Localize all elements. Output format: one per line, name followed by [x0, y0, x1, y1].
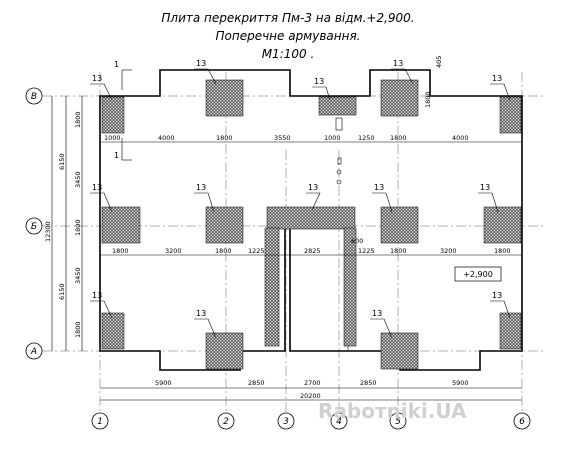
axis-col-4: 4	[336, 417, 342, 427]
mark-m2: 13	[196, 183, 206, 192]
drawing-subtitle: Поперечне армування.	[215, 29, 360, 43]
level-mark: +2,900	[454, 266, 502, 282]
svg-text:1225: 1225	[248, 247, 265, 255]
left-dims: 1800 3450 1800 3450 1800 6150 6150 12300	[44, 96, 83, 351]
mark-b5: 13	[492, 74, 502, 83]
svg-text:12300: 12300	[44, 221, 52, 242]
svg-text:1250: 1250	[358, 134, 375, 142]
mark-m3: 13	[308, 183, 318, 192]
zone-b3	[318, 96, 357, 116]
reinforcement-zones	[101, 79, 522, 370]
svg-text:1225: 1225	[358, 247, 375, 255]
svg-text:1800: 1800	[215, 247, 232, 255]
zone-a5	[499, 312, 522, 350]
mark-a1: 13	[92, 291, 102, 300]
axis-col-5: 5	[395, 417, 401, 427]
svg-text:3450: 3450	[74, 267, 82, 284]
svg-text:+2,900: +2,900	[463, 270, 493, 279]
svg-text:2700: 2700	[304, 379, 321, 387]
watermark: Raboтniki.UA	[318, 399, 467, 423]
svg-text:1800: 1800	[216, 134, 233, 142]
svg-text:20200: 20200	[300, 392, 321, 400]
axis-row-v: В	[31, 92, 37, 102]
zone-a2	[205, 332, 244, 370]
bar-markers	[335, 117, 343, 185]
zone-b2	[205, 79, 244, 117]
drawing-title: Плита перекриття Пм-3 на відм.+2,900.	[161, 11, 414, 25]
dim-chain-mid: 1800 3200 1800 1225 2825 1225 1800 3200 …	[100, 237, 522, 256]
zone-b1	[101, 96, 125, 134]
svg-text:1000: 1000	[324, 134, 341, 142]
svg-text:6150: 6150	[58, 153, 66, 170]
bottom-dims: 5900 2850 2700 2850 5900 20200	[100, 379, 522, 401]
mark-a4: 13	[372, 309, 382, 318]
mark-b1: 13	[92, 74, 102, 83]
mark-leaders	[90, 68, 511, 339]
mark-b4: 13	[393, 59, 403, 68]
svg-text:1000: 1000	[104, 134, 121, 142]
notch-dim: 405	[435, 56, 443, 68]
svg-text:4000: 4000	[158, 134, 175, 142]
axis-row-b: Б	[31, 222, 37, 232]
svg-text:1800: 1800	[390, 247, 407, 255]
right-top-dim: 1800	[424, 91, 432, 108]
zone-m4	[380, 206, 419, 244]
svg-text:1: 1	[114, 60, 119, 69]
svg-text:2850: 2850	[360, 379, 377, 387]
mark-a5: 13	[492, 291, 502, 300]
zone-a1	[101, 312, 125, 350]
mark-m4: 13	[374, 183, 384, 192]
zone-b5	[499, 96, 522, 134]
zone-opening-right	[343, 227, 357, 347]
svg-text:1800: 1800	[494, 247, 511, 255]
zone-b4	[380, 79, 419, 117]
axis-col-6: 6	[519, 417, 525, 427]
dim-chain-b: 1000 4000 1800 3550 1000 1250 1800 4000	[100, 134, 522, 143]
axis-row-a: А	[30, 347, 37, 357]
drawing-scale: М1:100 .	[262, 47, 315, 61]
svg-text:5900: 5900	[452, 379, 469, 387]
zone-m3	[266, 206, 356, 230]
svg-text:2825: 2825	[304, 247, 321, 255]
zone-m2	[205, 206, 244, 244]
svg-text:1: 1	[114, 151, 119, 160]
svg-text:6150: 6150	[58, 283, 66, 300]
svg-text:600: 600	[351, 237, 363, 245]
col-axis-markers: 1 2 3 4 5 6	[91, 412, 531, 430]
svg-text:3200: 3200	[165, 247, 182, 255]
axis-col-2: 2	[223, 417, 229, 427]
svg-text:3550: 3550	[274, 134, 291, 142]
mark-b2: 13	[196, 59, 206, 68]
svg-text:3450: 3450	[74, 171, 82, 188]
zone-m1	[101, 206, 141, 244]
svg-text:3200: 3200	[440, 247, 457, 255]
svg-text:5900: 5900	[155, 379, 172, 387]
mark-b3: 13	[314, 77, 324, 86]
svg-text:1800: 1800	[390, 134, 407, 142]
axis-col-3: 3	[283, 417, 289, 427]
svg-text:1800: 1800	[74, 111, 82, 128]
svg-text:4000: 4000	[452, 134, 469, 142]
zone-opening-left	[264, 227, 280, 347]
slab-outline	[99, 69, 523, 371]
zone-a4	[380, 332, 419, 370]
mark-a2: 13	[196, 309, 206, 318]
axis-col-1: 1	[97, 417, 103, 427]
mark-m1: 13	[92, 183, 102, 192]
svg-text:1800: 1800	[112, 247, 129, 255]
svg-text:2850: 2850	[248, 379, 265, 387]
section-mark: 1 1	[114, 60, 132, 161]
svg-text:1800: 1800	[74, 321, 82, 338]
row-axis-markers: В Б А	[25, 87, 43, 360]
zone-m5	[483, 206, 522, 244]
mark-labels: 13 13 13 13 13 13 13 13 13 13 13 13 13 1…	[92, 59, 502, 318]
svg-text:1800: 1800	[74, 219, 82, 236]
mark-m5: 13	[480, 183, 490, 192]
